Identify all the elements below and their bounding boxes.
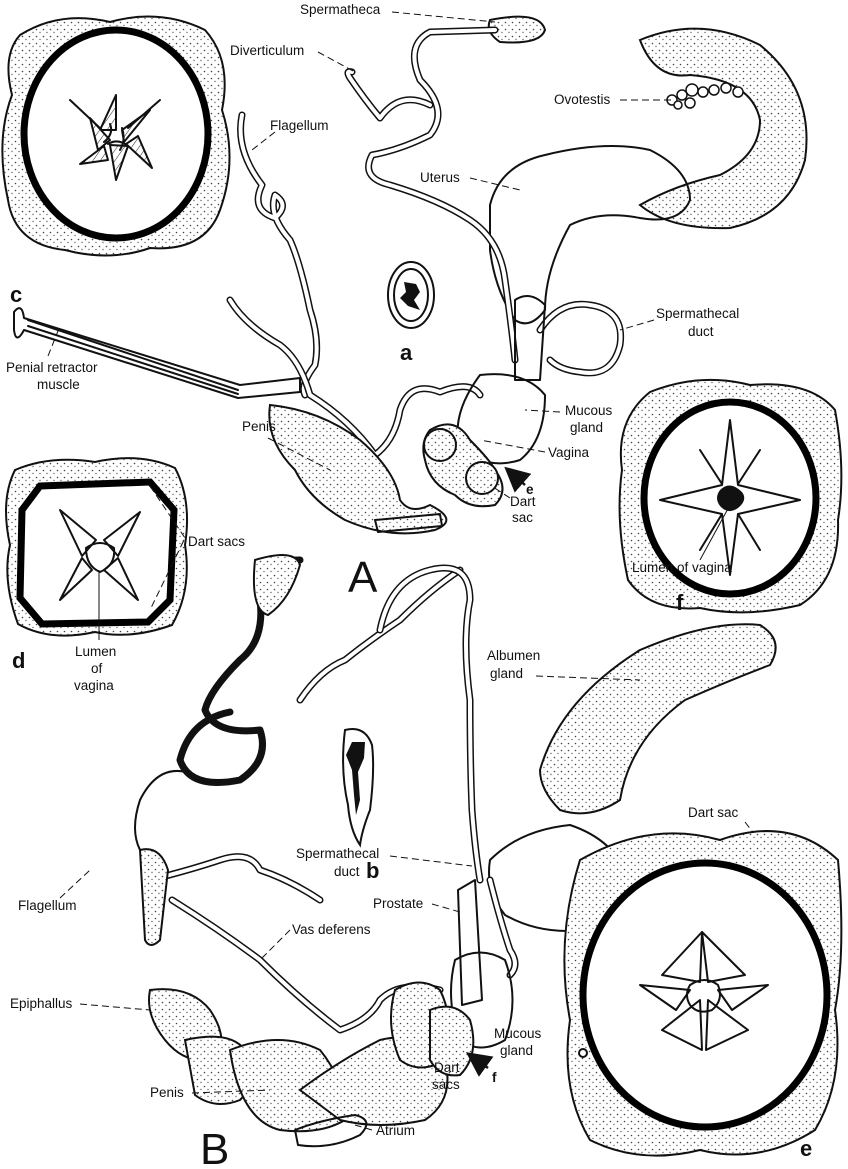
label-mucous-gland-A-2: gland — [570, 420, 603, 435]
label-lumen-d-2: of — [91, 661, 103, 676]
label-prostate: Prostate — [373, 896, 423, 911]
label-big-B: B — [200, 1125, 229, 1169]
cross-section-e — [564, 831, 841, 1156]
panel-letter-d: d — [12, 648, 25, 673]
label-albumen-gland-2: gland — [490, 666, 523, 681]
leader-spermathecal-duct-A — [620, 320, 654, 330]
label-epiphallus: Epiphallus — [10, 996, 73, 1011]
panel-letter-f: f — [676, 590, 684, 615]
label-penis-A: Penis — [242, 419, 276, 434]
label-penial-retractor-2: muscle — [37, 377, 80, 392]
label-uterus: Uterus — [420, 170, 460, 185]
label-ovotestis: Ovotestis — [554, 92, 611, 107]
leader-vas-deferens — [260, 930, 290, 960]
label-penis-B: Penis — [150, 1085, 184, 1100]
leader-uterus — [470, 178, 520, 190]
label-penial-retractor-1: Penial retractor — [6, 360, 98, 375]
label-spermathecal-duct-A-2: duct — [688, 324, 714, 339]
label-big-A: A — [348, 553, 378, 602]
label-vas-deferens: Vas deferens — [292, 922, 371, 937]
label-spermathecal-duct-B-1: Spermathecal — [296, 846, 379, 861]
leader-spermathecal-duct-B — [390, 856, 472, 866]
label-dart-sacs-d: Dart sacs — [188, 534, 245, 549]
label-atrium: Atrium — [376, 1123, 415, 1138]
label-vagina-A: Vagina — [548, 445, 590, 460]
panel-letter-e: e — [800, 1136, 812, 1161]
cross-section-b — [343, 729, 373, 845]
leader-mucous-gland-A — [525, 410, 560, 412]
label-diverticulum: Diverticulum — [230, 43, 304, 58]
arrow-e — [508, 470, 525, 485]
label-lumen-of-vagina-f: Lumen of vagina — [632, 560, 732, 575]
cross-section-d — [6, 458, 187, 635]
label-mucous-gland-B-2: gland — [500, 1043, 533, 1058]
leader-flagellum-B — [60, 870, 90, 898]
leader-spermatheca — [392, 12, 495, 22]
label-flagellum-A: Flagellum — [270, 118, 329, 133]
label-spermatheca: Spermatheca — [300, 2, 381, 17]
label-mucous-gland-B-1: Mucous — [494, 1026, 542, 1041]
label-lumen-d-1: Lumen — [75, 644, 116, 659]
panel-letter-a: a — [400, 340, 413, 365]
cross-section-c — [2, 17, 229, 256]
label-lumen-d-3: vagina — [74, 678, 114, 693]
label-albumen-gland-1: Albumen — [487, 648, 540, 663]
leader-epiphallus — [80, 1004, 150, 1010]
label-dart-sac-A-1: Dart — [510, 494, 536, 509]
label-spermathecal-duct-A-1: Spermathecal — [656, 306, 739, 321]
leader-diverticulum — [318, 52, 355, 72]
label-dart-sacs-B-2: sacs — [432, 1077, 460, 1092]
leader-flagellum-A — [252, 132, 275, 150]
leader-atrium — [355, 1125, 372, 1130]
leader-prostate — [432, 904, 460, 912]
arrow-f — [470, 1055, 488, 1068]
label-mucous-gland-A-1: Mucous — [565, 403, 613, 418]
cross-section-f — [620, 380, 842, 612]
label-arrow-f: f — [492, 1070, 497, 1085]
label-dart-sac-e: Dart sac — [688, 805, 739, 820]
panel-letter-b: b — [366, 858, 379, 883]
panel-letter-c: c — [10, 282, 22, 307]
cross-section-a — [388, 262, 434, 328]
label-dart-sac-A-2: sac — [512, 510, 533, 525]
label-spermathecal-duct-B-2: duct — [334, 864, 360, 879]
label-flagellum-B: Flagellum — [18, 898, 77, 913]
label-dart-sacs-B-1: Dart — [434, 1060, 460, 1075]
